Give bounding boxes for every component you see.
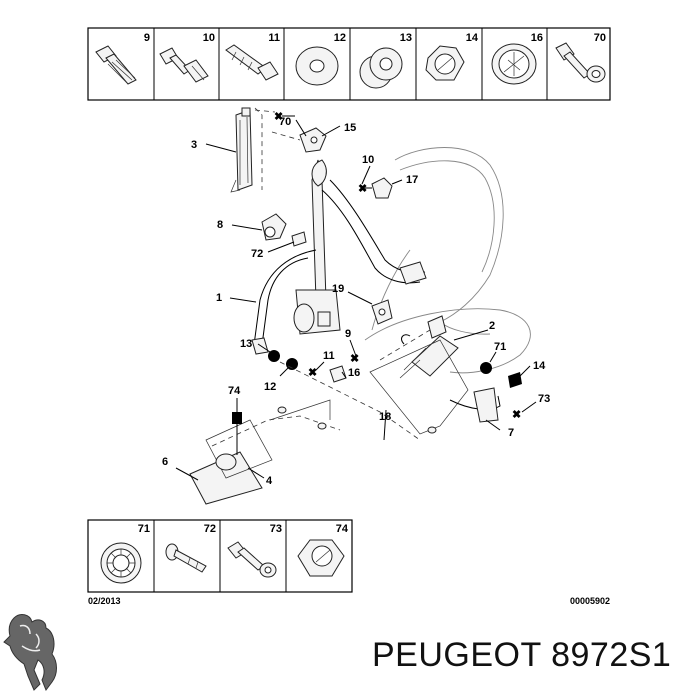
callout-15: 15 xyxy=(344,122,356,134)
bottom-parts-table: 71 72 73 74 xyxy=(87,519,353,593)
callout-9: 9 xyxy=(345,328,351,340)
cap-nut-icon xyxy=(297,539,345,577)
callout-leaders xyxy=(175,119,537,481)
seat-outline xyxy=(364,147,531,374)
top-part-number: 12 xyxy=(334,32,346,44)
callout-7: 7 xyxy=(508,427,514,439)
screw-washer-icon xyxy=(227,541,277,578)
height-adjuster-rail xyxy=(230,107,253,193)
bottom-part-number: 72 xyxy=(204,523,216,535)
callout-14: 14 xyxy=(533,360,546,372)
svg-text:✖: ✖ xyxy=(274,111,283,123)
brand-name: PEUGEOT xyxy=(372,636,542,674)
retractor-bracket xyxy=(371,299,393,325)
bottom-part-number: 73 xyxy=(270,523,282,535)
top-part-number: 9 xyxy=(144,32,150,44)
top-part-number: 11 xyxy=(268,32,280,44)
callout-10: 10 xyxy=(362,154,374,166)
svg-text:✖: ✖ xyxy=(308,367,317,379)
anchor-plug-icon xyxy=(225,44,279,81)
callout-73: 73 xyxy=(538,393,550,405)
callout-70: 70 xyxy=(279,116,291,128)
cage-nut-icon xyxy=(491,43,537,85)
diagram-code: 00005902 xyxy=(570,596,610,606)
push-rivet-icon xyxy=(165,543,207,573)
callout-13: 13 xyxy=(240,338,252,350)
callout-8: 8 xyxy=(217,219,223,231)
callout-labels: 3 70 15 10 17 8 72 1 19 9 2 13 11 71 14 … xyxy=(162,116,550,487)
callout-11: 11 xyxy=(323,350,335,362)
bolt-icon xyxy=(95,45,137,85)
flange-screw-icon xyxy=(555,42,606,83)
callout-3: 3 xyxy=(191,139,197,151)
top-part-number: 10 xyxy=(203,32,215,44)
bottom-part-number: 71 xyxy=(138,523,150,535)
shoulder-bolt-icon xyxy=(159,47,209,83)
seat-belt-buckle xyxy=(399,315,459,379)
floor-anchor-assembly xyxy=(189,399,341,505)
callout-19: 19 xyxy=(332,283,344,295)
callout-18: 18 xyxy=(379,411,391,423)
callout-16: 16 xyxy=(348,367,360,379)
svg-text:✖: ✖ xyxy=(512,409,521,421)
buckle-strap xyxy=(449,387,501,423)
date-code: 02/2013 xyxy=(88,596,121,606)
callout-71: 71 xyxy=(494,341,506,353)
svg-text:✖: ✖ xyxy=(350,353,359,365)
callout-12: 12 xyxy=(264,381,276,393)
seat-belt-webbing xyxy=(251,159,427,355)
spacer-ring-icon xyxy=(359,47,403,89)
brand-part-label: PEUGEOT 8972S1 xyxy=(372,636,671,675)
callout-17: 17 xyxy=(406,174,418,186)
d-ring-bracket xyxy=(261,213,287,241)
top-part-number: 14 xyxy=(466,32,479,44)
callout-4: 4 xyxy=(266,475,273,487)
callout-1: 1 xyxy=(216,292,222,304)
peugeot-lion-logo xyxy=(3,614,57,692)
callout-6: 6 xyxy=(162,456,168,468)
hex-nut-icon xyxy=(425,45,465,81)
top-parts-table: 9 10 11 12 13 14 16 70 xyxy=(87,27,611,101)
svg-text:✖: ✖ xyxy=(358,183,367,195)
callout-2: 2 xyxy=(489,320,495,332)
main-diagram: ✖ ✖ xyxy=(189,107,531,505)
top-part-number: 16 xyxy=(531,32,543,44)
top-part-number: 70 xyxy=(594,32,606,44)
belt-clip xyxy=(299,127,327,153)
belt-retractor xyxy=(293,289,341,335)
callout-74: 74 xyxy=(228,385,241,397)
top-part-number: 13 xyxy=(400,32,412,44)
serrated-washer-icon xyxy=(100,542,142,584)
part-number: 8972S1 xyxy=(551,636,672,674)
flat-washer-icon xyxy=(295,46,339,86)
bottom-part-number: 74 xyxy=(336,523,349,535)
callout-72: 72 xyxy=(251,248,263,260)
